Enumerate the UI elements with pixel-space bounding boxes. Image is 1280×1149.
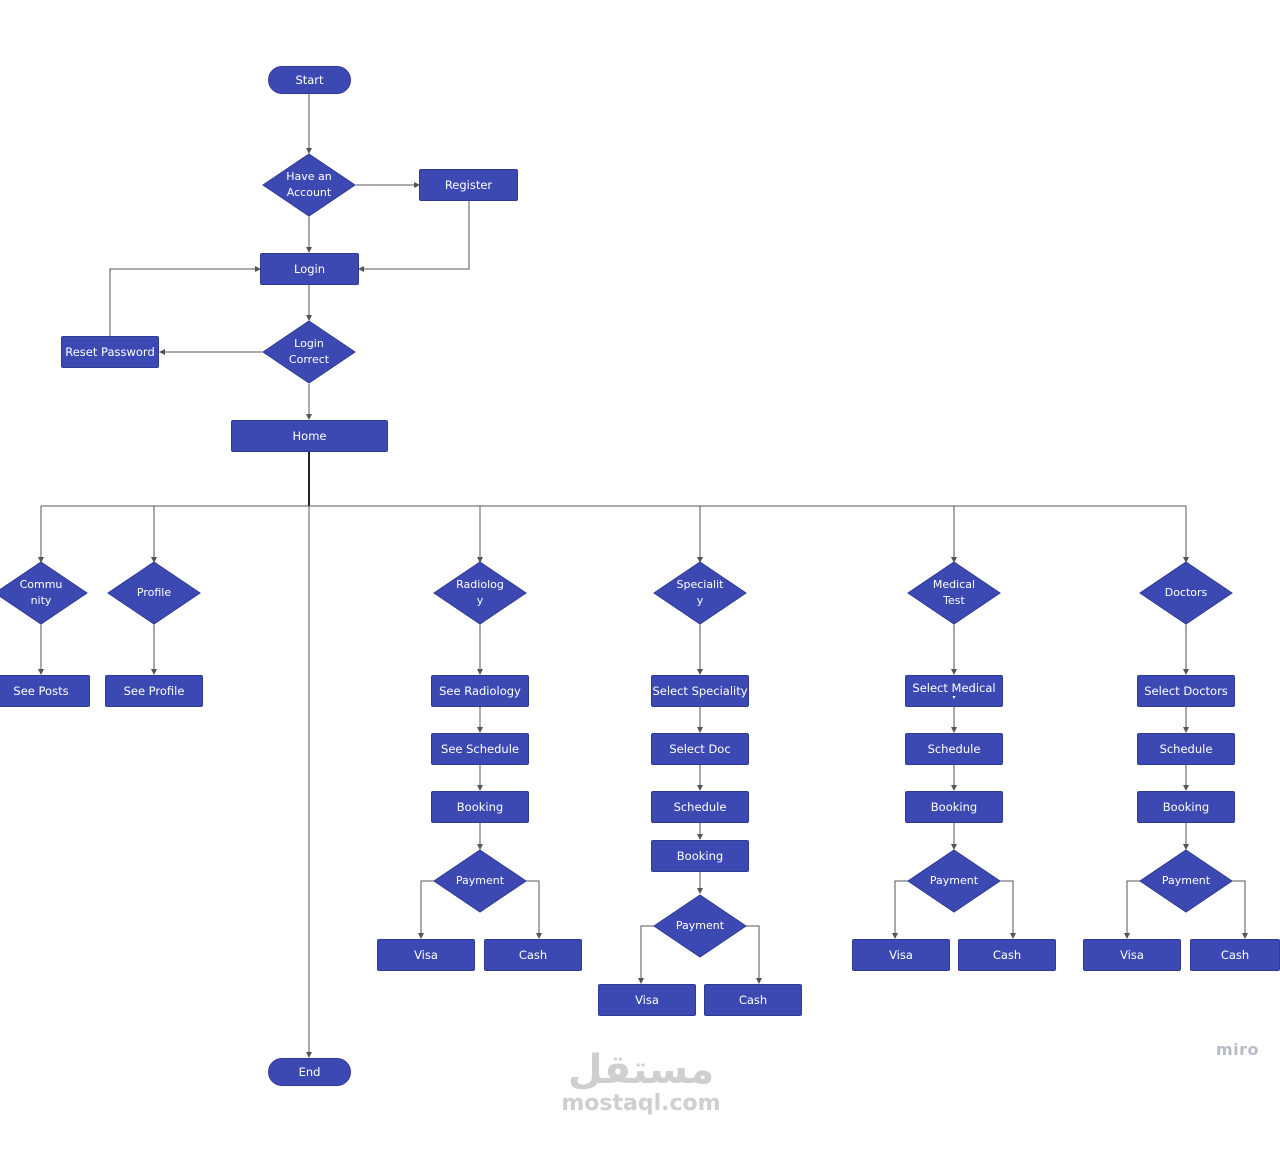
have-account-label: Have an Account — [286, 170, 332, 199]
speciality-booking-node: Booking — [651, 840, 749, 872]
select-doctors-node: Select Doctors — [1137, 675, 1235, 707]
medical-test-decision: Medical Test — [907, 561, 1001, 625]
doctors-payment-decision: Payment — [1139, 849, 1233, 913]
login-node: Login — [260, 253, 359, 285]
radiology-booking-node: Booking — [431, 791, 529, 823]
radiology-payment-label: Payment — [455, 874, 505, 887]
see-profile-node: See Profile — [105, 675, 203, 707]
select-speciality-node: Select Speciality — [651, 675, 749, 707]
speciality-cash-node: Cash — [704, 984, 802, 1016]
doctors-label: Doctors — [1164, 586, 1208, 599]
doctors-visa-node: Visa — [1083, 939, 1181, 971]
register-node: Register — [419, 169, 518, 201]
home-node: Home — [231, 420, 388, 452]
start-node: Start — [268, 66, 351, 94]
doctors-schedule-node: Schedule — [1137, 733, 1235, 765]
radiology-payment-decision: Payment — [433, 849, 527, 913]
watermark-arabic: مستقل — [567, 1047, 715, 1093]
profile-decision: Profile — [107, 561, 201, 625]
medical-test-label: Medical Test — [932, 578, 976, 607]
watermark-latin: mostaql.com — [561, 1091, 721, 1116]
speciality-schedule-node: Schedule — [651, 791, 749, 823]
profile-label: Profile — [136, 586, 172, 599]
speciality-payment-decision: Payment — [653, 894, 747, 958]
community-label: Commu nity — [19, 578, 63, 607]
login-correct-decision: Login Correct — [262, 320, 356, 384]
doctors-cash-node: Cash — [1190, 939, 1280, 971]
radiology-label: Radiolog y — [456, 578, 504, 607]
end-node: End — [268, 1058, 351, 1086]
login-correct-label: Login Correct — [288, 337, 330, 366]
speciality-label: Specialit y — [676, 578, 724, 607]
select-medical-label: Select Medical — [912, 681, 996, 695]
medical-payment-decision: Payment — [907, 849, 1001, 913]
medical-visa-node: Visa — [852, 939, 950, 971]
radiology-decision: Radiolog y — [433, 561, 527, 625]
dropdown-caret-icon: ▾ — [952, 694, 956, 701]
speciality-visa-node: Visa — [598, 984, 696, 1016]
radiology-visa-node: Visa — [377, 939, 475, 971]
medical-schedule-node: Schedule — [905, 733, 1003, 765]
doctors-decision: Doctors — [1139, 561, 1233, 625]
mostaql-watermark: مستقل mostaql.com — [556, 1048, 726, 1116]
radiology-cash-node: Cash — [484, 939, 582, 971]
miro-logo: miro — [1216, 1040, 1260, 1059]
community-decision: Commu nity — [0, 561, 88, 625]
doctors-payment-label: Payment — [1161, 874, 1211, 887]
select-doc-node: Select Doc — [651, 733, 749, 765]
edge-reset-login — [109, 266, 261, 336]
see-schedule-node: See Schedule — [431, 733, 529, 765]
medical-cash-node: Cash — [958, 939, 1056, 971]
speciality-decision: Specialit y — [653, 561, 747, 625]
reset-password-node: Reset Password — [61, 336, 159, 368]
see-posts-node: See Posts — [0, 675, 90, 707]
edge-register-login — [358, 201, 470, 272]
have-account-decision: Have an Account — [262, 153, 356, 217]
doctors-booking-node: Booking — [1137, 791, 1235, 823]
select-medical-node: Select Medical ▾ — [905, 675, 1003, 707]
medical-payment-label: Payment — [929, 874, 979, 887]
speciality-payment-label: Payment — [675, 919, 725, 932]
see-radiology-node: See Radiology — [431, 675, 529, 707]
medical-booking-node: Booking — [905, 791, 1003, 823]
